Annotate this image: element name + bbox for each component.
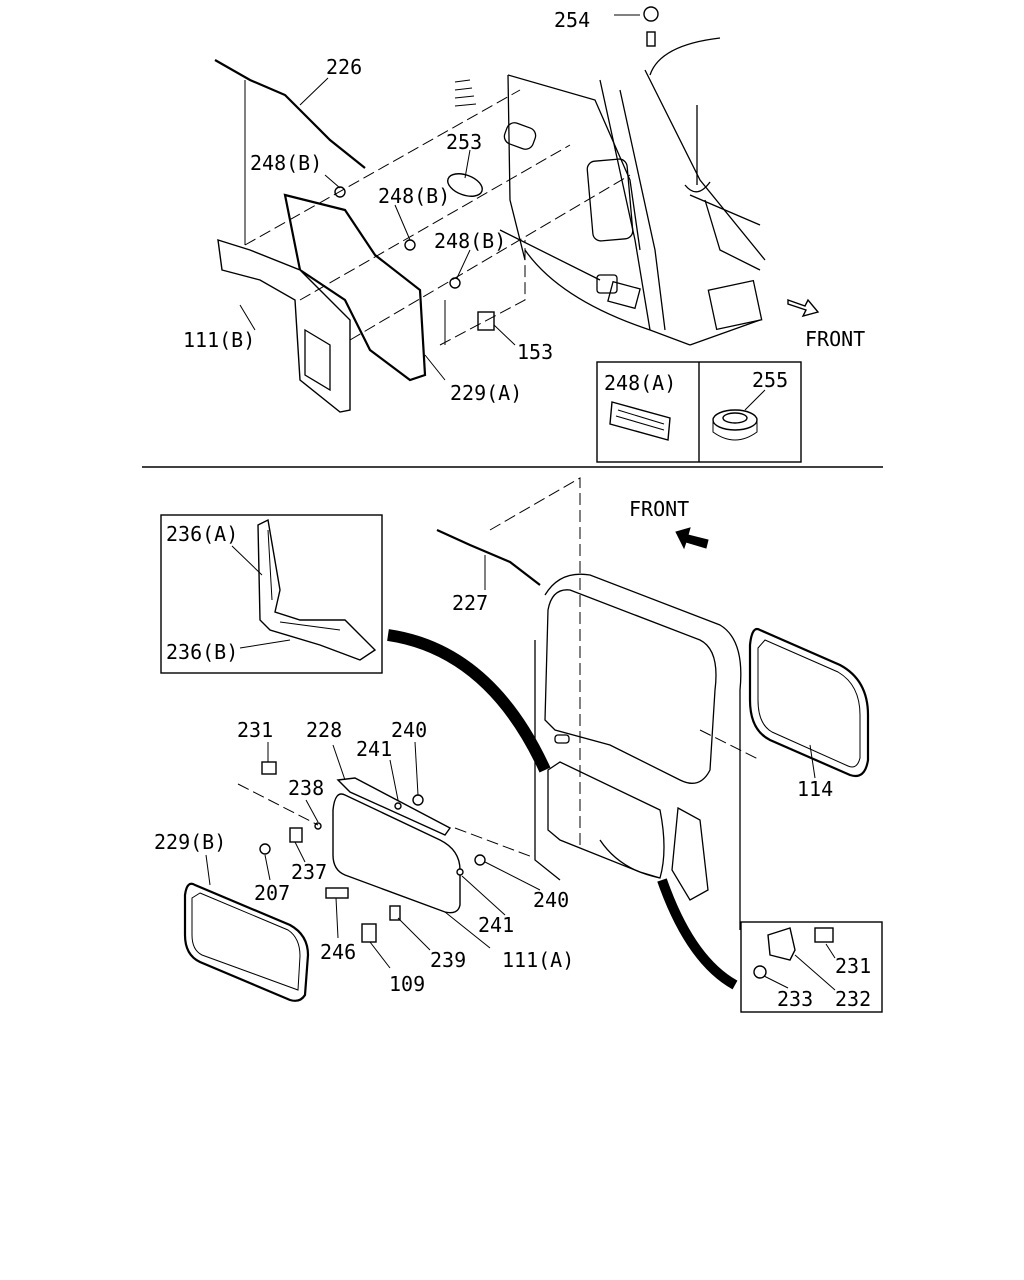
label-153: 153 — [517, 340, 553, 364]
label-111b: 111(B) — [183, 328, 255, 352]
part-246-stud — [325, 887, 349, 899]
front-arrow-top-icon — [787, 298, 820, 318]
label-111a: 111(A) — [502, 948, 574, 972]
top-vehicle-body — [454, 37, 766, 346]
part-241-washer-2 — [456, 868, 464, 876]
part-248a-pad — [609, 401, 671, 441]
label-239: 239 — [430, 948, 466, 972]
label-236a: 236(A) — [166, 522, 238, 546]
label-229b: 229(B) — [154, 830, 226, 854]
part-231-clip-inset — [814, 927, 834, 943]
part-254-screw — [614, 6, 659, 47]
rear-door — [534, 573, 742, 930]
part-237-clip — [289, 827, 303, 843]
part-226-strip — [214, 59, 366, 169]
label-248a: 248(A) — [604, 371, 676, 395]
label-226: 226 — [326, 55, 362, 79]
part-228-trim — [336, 777, 452, 836]
label-233: 233 — [777, 987, 813, 1011]
part-111b-panel — [217, 239, 351, 413]
label-229a: 229(A) — [450, 381, 522, 405]
label-254: 254 — [554, 8, 590, 32]
label-237: 237 — [291, 860, 327, 884]
label-front-top: FRONT — [805, 327, 865, 351]
label-248b-3: 248(B) — [434, 229, 506, 253]
label-241-2: 241 — [478, 913, 514, 937]
label-238: 238 — [288, 776, 324, 800]
label-255: 255 — [752, 368, 788, 392]
label-248b-1: 248(B) — [250, 151, 322, 175]
part-248b-clip-3 — [449, 277, 461, 289]
label-228: 228 — [306, 718, 342, 742]
label-114: 114 — [797, 777, 833, 801]
label-246: 246 — [320, 940, 356, 964]
label-231-2: 231 — [835, 954, 871, 978]
leader-lines — [205, 77, 836, 991]
label-240-2: 240 — [533, 888, 569, 912]
part-233-screw — [753, 965, 767, 979]
label-232: 232 — [835, 987, 871, 1011]
part-236-pillar — [257, 518, 377, 661]
label-207: 207 — [254, 881, 290, 905]
inset-box-bottom — [740, 921, 883, 1013]
label-253: 253 — [446, 130, 482, 154]
part-241-washer-1 — [394, 802, 402, 810]
part-240-screw-2 — [474, 854, 486, 866]
label-240-1: 240 — [391, 718, 427, 742]
label-236b: 236(B) — [166, 640, 238, 664]
part-253-plug — [447, 173, 483, 197]
part-227-strip — [436, 528, 541, 586]
part-109-cap — [361, 923, 377, 943]
routing-curve-1 — [387, 629, 551, 773]
inset-box-236 — [160, 514, 383, 674]
label-109: 109 — [389, 972, 425, 996]
label-241-1: 241 — [356, 737, 392, 761]
part-207-screw — [259, 843, 271, 855]
part-248b-clip-2 — [404, 239, 416, 251]
part-231-clip — [261, 761, 277, 775]
part-240-screw-1 — [412, 794, 424, 806]
part-229b-seal — [183, 882, 310, 1002]
label-248b-2: 248(B) — [378, 184, 450, 208]
part-114-seal — [748, 627, 870, 778]
routing-curve-2 — [657, 878, 738, 990]
front-arrow-bottom-icon — [675, 527, 709, 550]
label-227: 227 — [452, 591, 488, 615]
label-231-1: 231 — [237, 718, 273, 742]
label-front-bottom: FRONT — [629, 497, 689, 521]
part-229a-seal — [283, 193, 427, 382]
part-239-clip — [389, 905, 401, 921]
part-232-bracket — [767, 927, 796, 961]
